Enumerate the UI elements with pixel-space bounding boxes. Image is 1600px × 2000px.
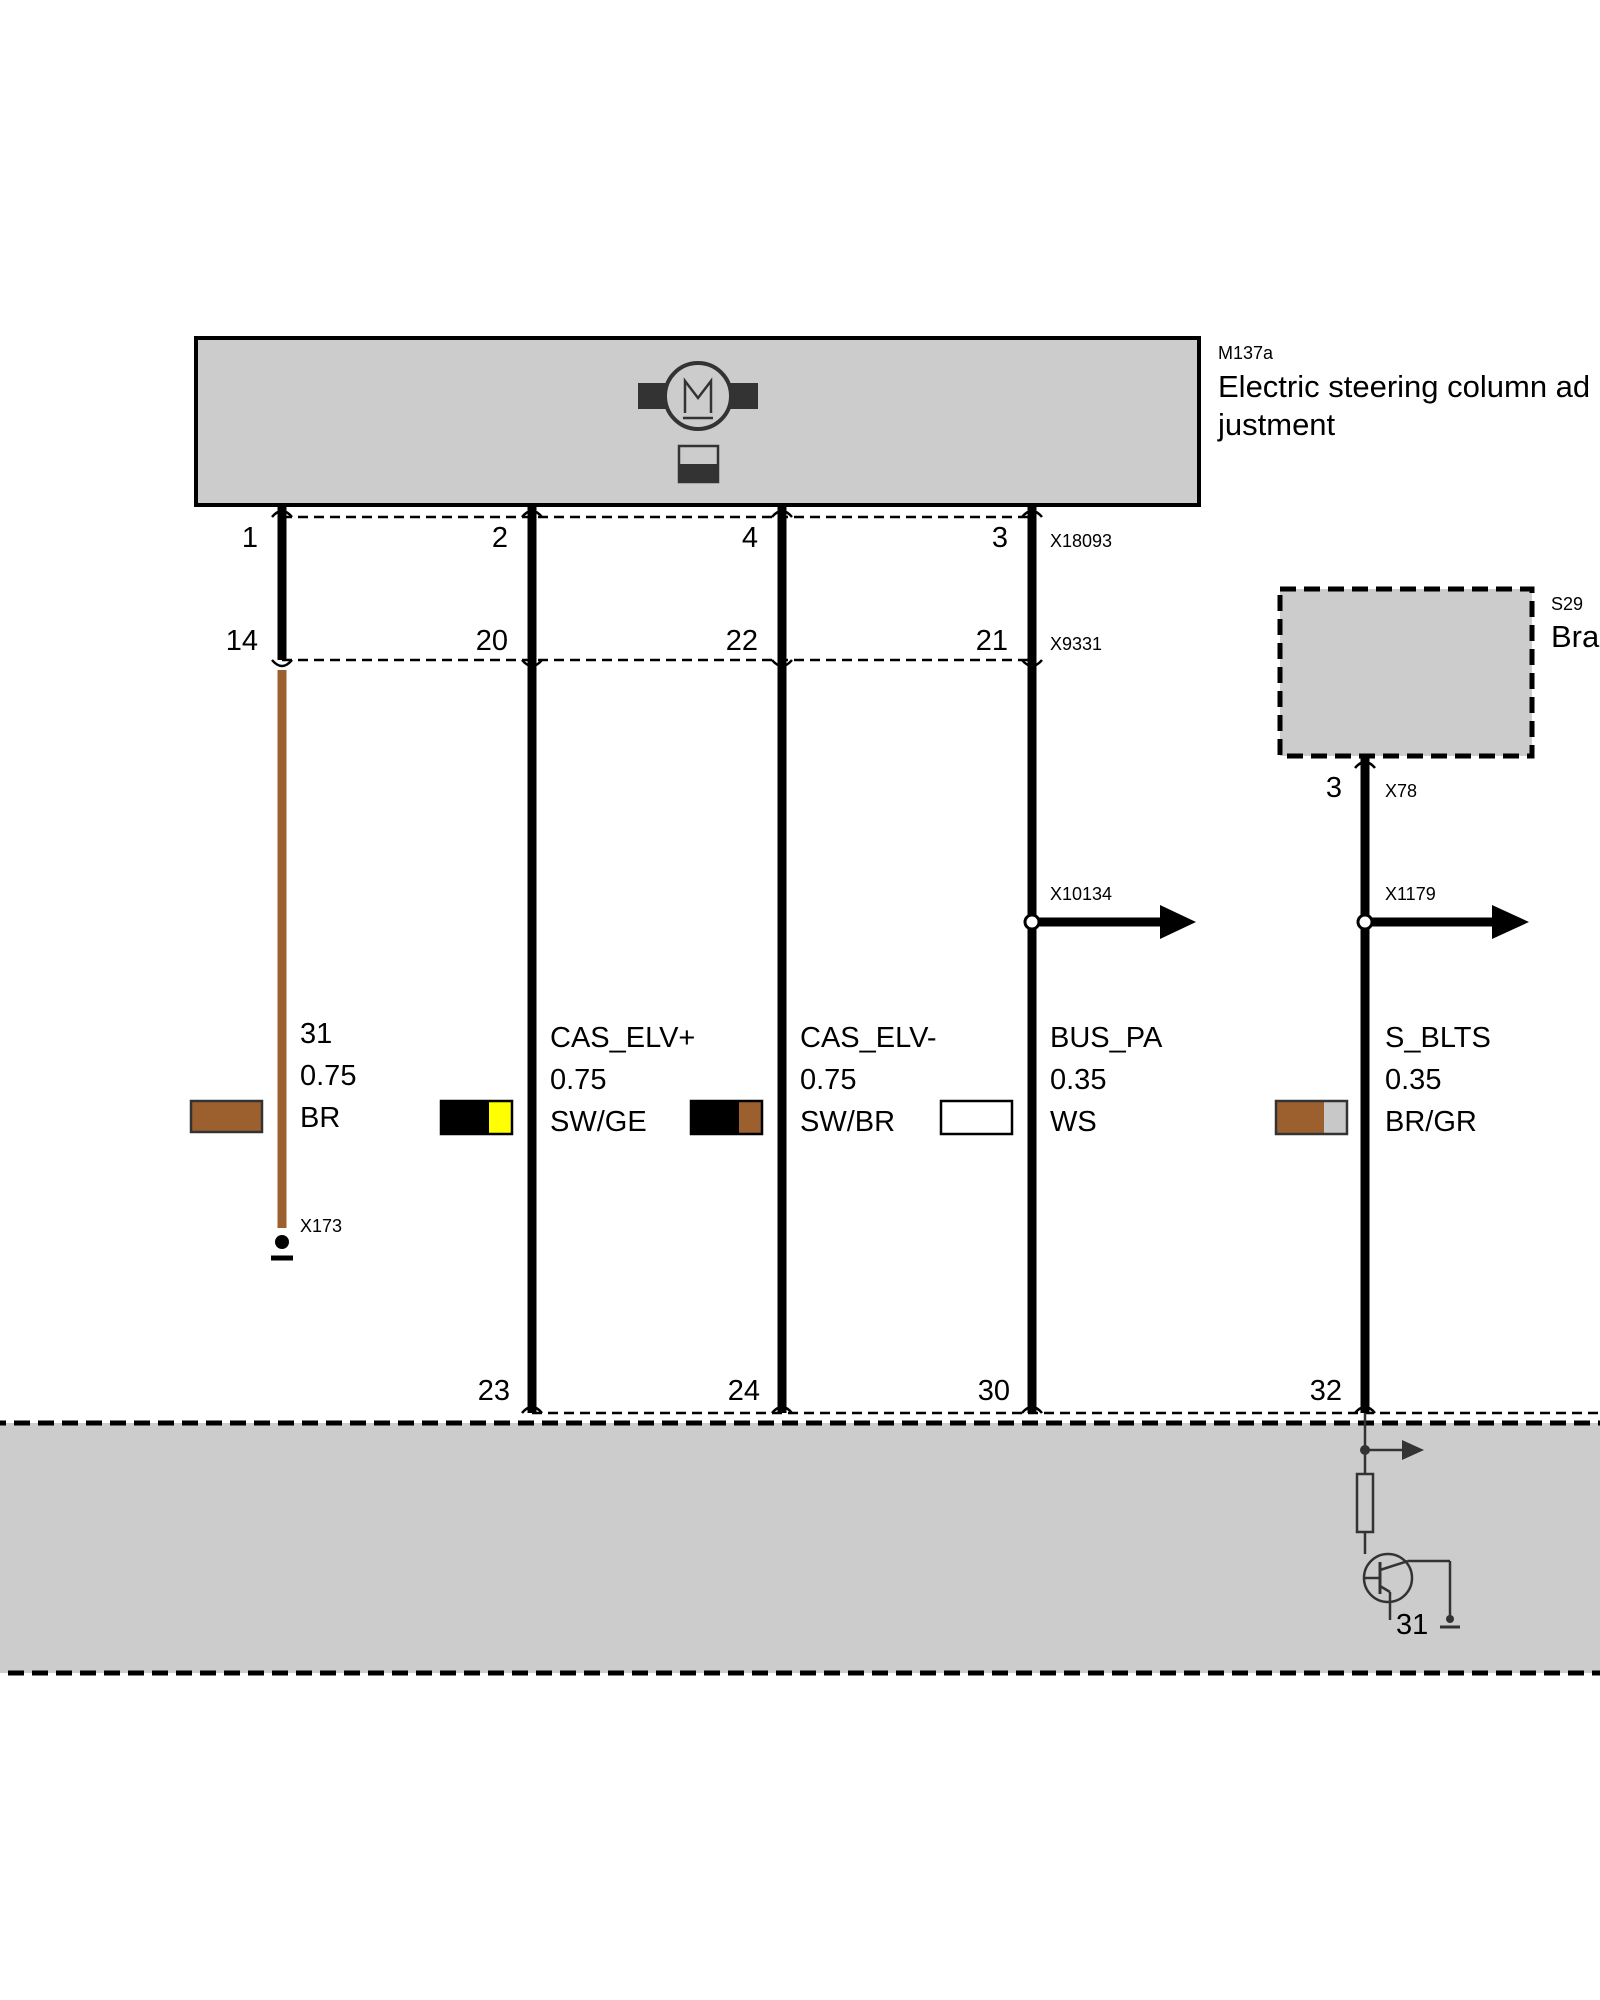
splice-x10134-label: X10134 xyxy=(1050,884,1112,904)
intermediate-pin-21: 21 xyxy=(976,625,1008,657)
ground-x173-symbol xyxy=(271,1235,293,1261)
wire-bus-pa-gauge: 0.35 xyxy=(1050,1064,1106,1096)
wire-cas-elv-plus-signal: CAS_ELV+ xyxy=(550,1022,695,1054)
wire-31-color-code: BR xyxy=(300,1102,340,1134)
control-unit-pin-30: 30 xyxy=(978,1375,1010,1407)
motor-code: M137a xyxy=(1218,343,1274,363)
control-unit-pin-24: 24 xyxy=(728,1375,760,1407)
wire-cas-elv-minus-color-swatch xyxy=(689,1099,764,1136)
brake-switch-component-box xyxy=(1277,586,1535,759)
wire-bus-pa-signal: BUS_PA xyxy=(1050,1022,1163,1054)
motor-pin-1: 1 xyxy=(242,522,258,554)
motor-name-line2: justment xyxy=(1217,407,1336,442)
wire-cas-elv-minus-signal: CAS_ELV- xyxy=(800,1022,936,1054)
wire-s-blts-color-code: BR/GR xyxy=(1385,1106,1477,1138)
wire-31-color-swatch xyxy=(189,1099,264,1134)
connector-x9331-label: X9331 xyxy=(1050,634,1102,654)
control-unit-ground-label: 31 xyxy=(1396,1609,1428,1641)
motor-pin-2: 2 xyxy=(492,522,508,554)
motor-icon xyxy=(638,361,758,431)
control-unit-pin-23: 23 xyxy=(478,1375,510,1407)
motor-pin-3: 3 xyxy=(992,522,1008,554)
ground-x173-label: X173 xyxy=(300,1216,342,1236)
wire-31-signal: 31 xyxy=(300,1018,332,1050)
motor-name-line1: Electric steering column ad xyxy=(1218,369,1590,404)
control-unit-pin-32: 32 xyxy=(1310,1375,1342,1407)
wire-s-blts-signal: S_BLTS xyxy=(1385,1022,1491,1054)
wire-bus-pa xyxy=(1021,505,1043,1413)
intermediate-pin-20: 20 xyxy=(476,625,508,657)
motor-pin-4: 4 xyxy=(742,522,758,554)
brake-switch-pin-3: 3 xyxy=(1326,772,1342,804)
wire-s-blts xyxy=(1354,756,1376,1413)
wire-31-gauge: 0.75 xyxy=(300,1060,356,1092)
transistor-symbol xyxy=(1362,1552,1414,1604)
wire-cas-elv-minus-gauge: 0.75 xyxy=(800,1064,856,1096)
connector-x78-label: X78 xyxy=(1385,781,1417,801)
wire-cas-elv-plus xyxy=(521,505,543,1413)
brake-switch-name: Bra xyxy=(1551,619,1600,654)
wire-s-blts-color-swatch xyxy=(1274,1099,1349,1136)
splice-x1179 xyxy=(1356,905,1529,939)
intermediate-pin-14: 14 xyxy=(226,625,258,657)
control-unit-pin-sockets xyxy=(521,1405,1376,1414)
wire-cas-elv-plus-gauge: 0.75 xyxy=(550,1064,606,1096)
wire-cas-elv-minus-color-code: SW/BR xyxy=(800,1106,895,1138)
intermediate-pin-22: 22 xyxy=(726,625,758,657)
wire-s-blts-gauge: 0.35 xyxy=(1385,1064,1441,1096)
control-unit-internal-circuit xyxy=(1355,1413,1460,1629)
brake-switch-code: S29 xyxy=(1551,594,1583,614)
wire-cas-elv-plus-color-code: SW/GE xyxy=(550,1106,647,1138)
wire-bus-pa-color-swatch xyxy=(939,1099,1014,1136)
wire-cas-elv-minus xyxy=(771,505,793,1413)
wire-bus-pa-color-code: WS xyxy=(1050,1106,1097,1138)
wire-cas-elv-plus-color-swatch xyxy=(439,1099,514,1136)
control-unit-box xyxy=(0,1420,1600,1676)
splice-x10134 xyxy=(1023,905,1196,939)
wire-31-br xyxy=(271,505,293,1228)
control-module-icon xyxy=(677,444,720,484)
connector-x18093-label: X18093 xyxy=(1050,531,1112,551)
splice-x1179-label: X1179 xyxy=(1385,884,1436,904)
